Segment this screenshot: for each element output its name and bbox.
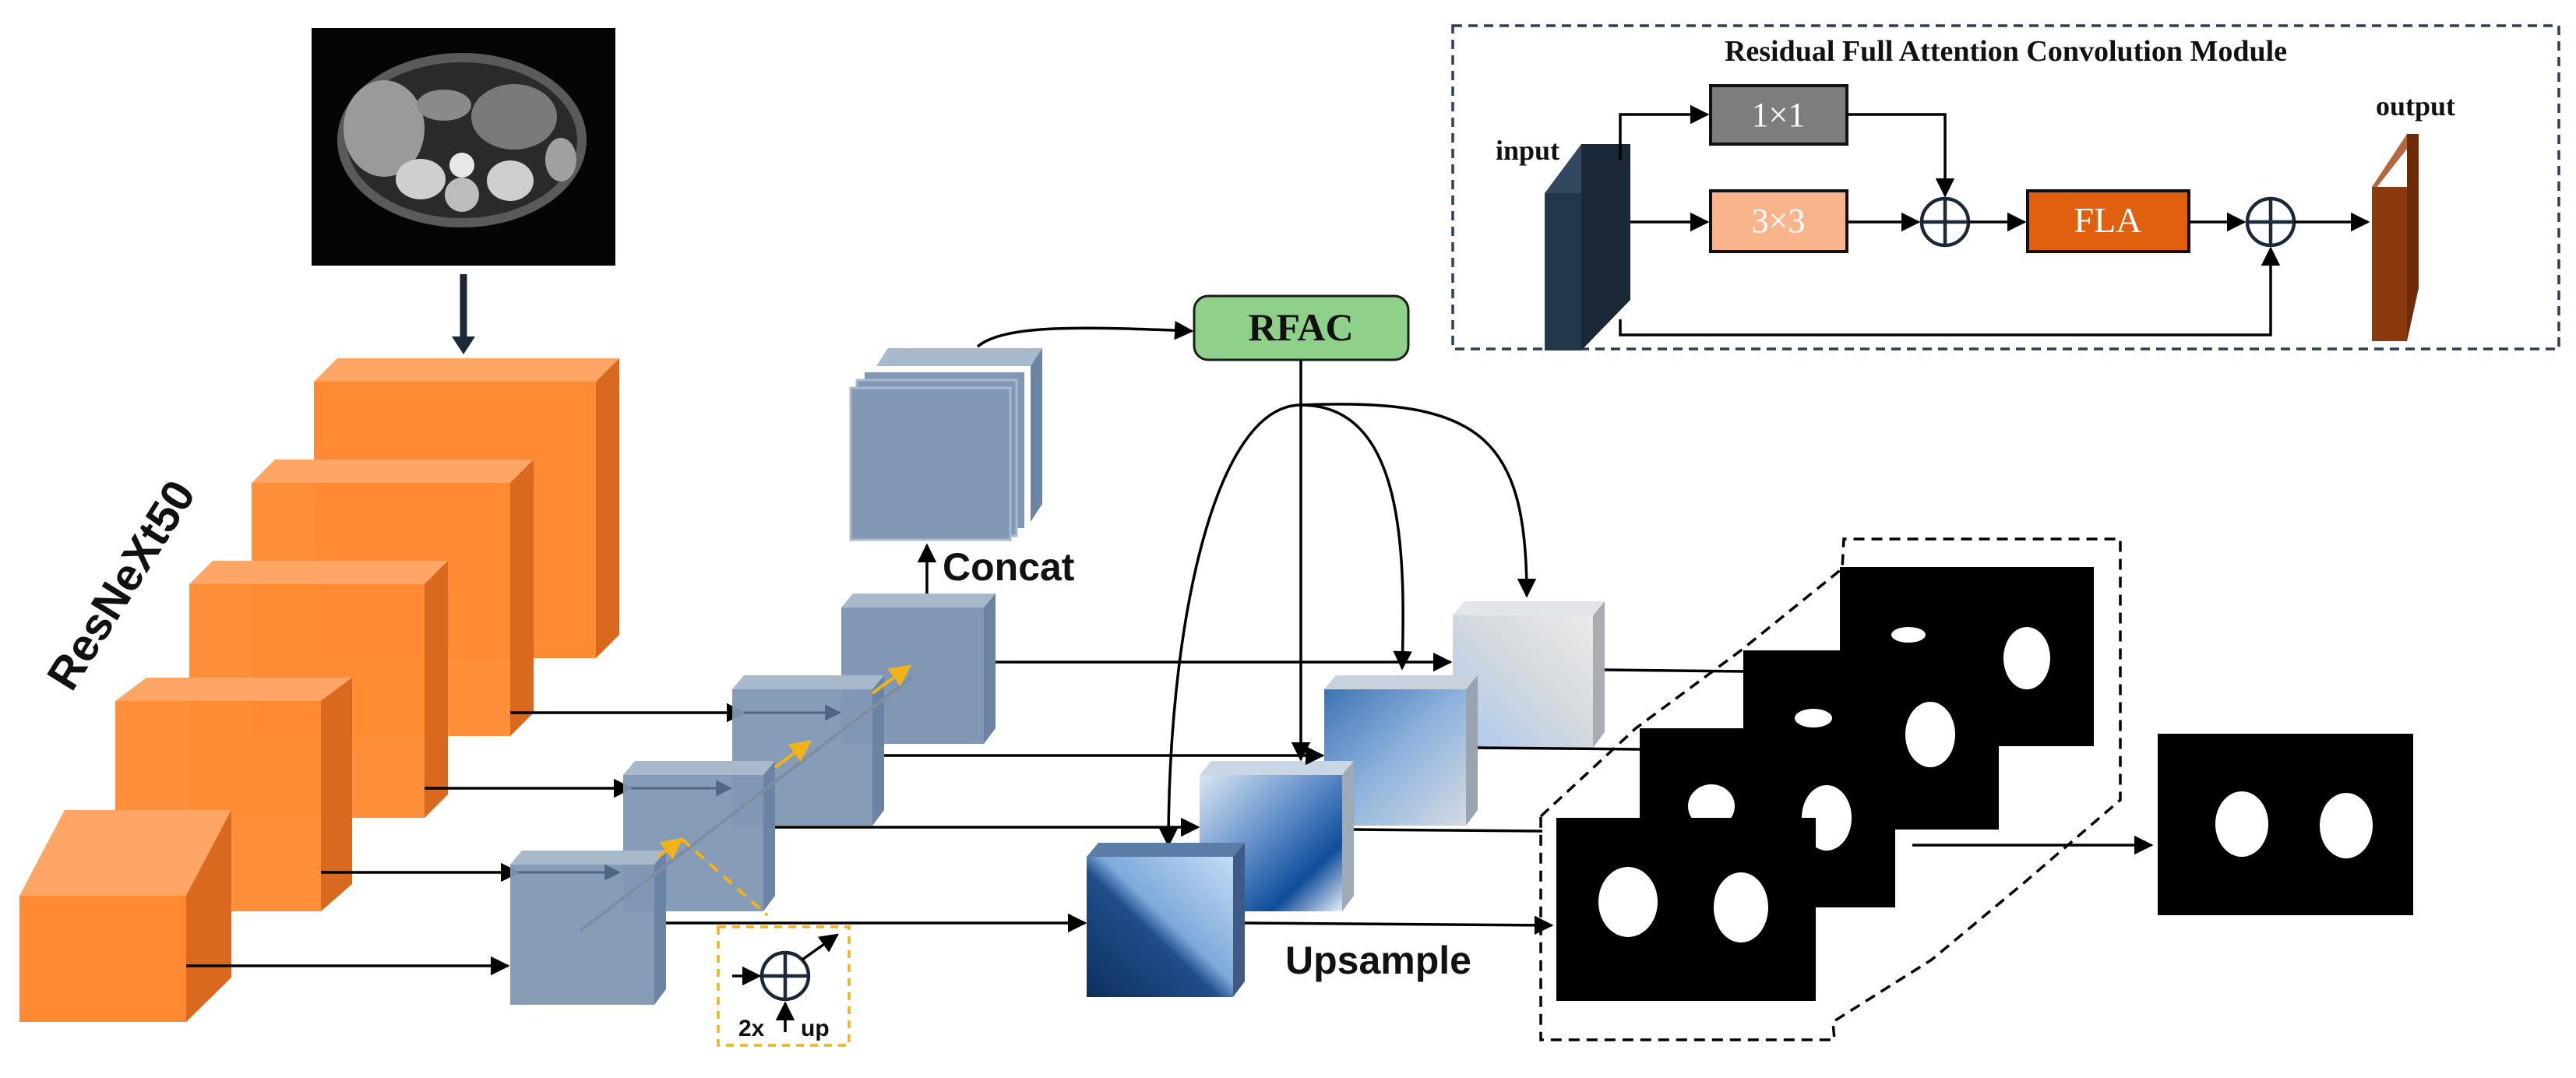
mask-slice-1 bbox=[1556, 818, 1816, 1001]
upsample-scale-label: 2x bbox=[738, 1016, 765, 1041]
module-connections bbox=[1619, 104, 2370, 336]
conv3x3-label: 3×3 bbox=[1752, 202, 1806, 240]
upsample-label: Upsample bbox=[1285, 939, 1471, 982]
module-input-label: input bbox=[1496, 135, 1559, 166]
concat-label: Concat bbox=[943, 545, 1075, 589]
rfac-detail-panel: Residual Full Attention Convolution Modu… bbox=[1451, 24, 2560, 351]
fla-block: FLA bbox=[2026, 189, 2190, 253]
top-down-pathway bbox=[579, 676, 913, 932]
upsample-up-label: up bbox=[801, 1016, 830, 1041]
decoder-block-1 bbox=[1087, 843, 1245, 997]
module-output-label: output bbox=[2376, 90, 2455, 122]
concat-to-rfac-arrow bbox=[976, 320, 1194, 348]
rfac-fanout-arrows bbox=[1158, 360, 1537, 847]
decoder-lateral-arrows bbox=[666, 652, 1453, 933]
module-output-block bbox=[2372, 134, 2419, 341]
input-arrowhead bbox=[452, 336, 475, 354]
conv1x1-label: 1×1 bbox=[1752, 96, 1806, 134]
fla-label: FLA bbox=[2074, 200, 2142, 240]
prediction-mask-stack bbox=[1539, 537, 2122, 1041]
backbone-label: ResNeXt50 bbox=[37, 471, 206, 698]
final-segmentation-mask bbox=[2158, 734, 2413, 915]
mask-input-arrows bbox=[1244, 668, 1746, 935]
module-input-block bbox=[1545, 144, 1630, 351]
rfac-module: RFAC bbox=[1193, 294, 1410, 361]
conv1x1-block: 1×1 bbox=[1709, 84, 1848, 146]
fpn-block-1 bbox=[510, 851, 666, 1005]
upsample-add-legend: 2x up bbox=[717, 925, 851, 1047]
inner-lateral-arrows bbox=[518, 704, 842, 881]
add-node-1-icon bbox=[1919, 196, 1971, 248]
lateral-connections bbox=[186, 703, 746, 976]
ct-input-image bbox=[312, 28, 615, 266]
rfac-label: RFAC bbox=[1248, 305, 1353, 349]
conv3x3-block: 3×3 bbox=[1709, 189, 1848, 253]
encoder-stage-1-cube bbox=[19, 810, 231, 1022]
concat-stack bbox=[849, 348, 1042, 541]
rfac-detail-title: Residual Full Attention Convolution Modu… bbox=[1725, 35, 2287, 68]
add-node-2-icon bbox=[2245, 196, 2296, 248]
upsample-add-arrows bbox=[657, 664, 912, 917]
